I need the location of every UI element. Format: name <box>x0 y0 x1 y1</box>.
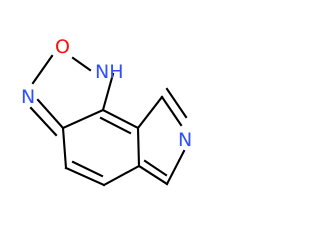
bond-nh-o <box>71 56 92 72</box>
bond-c-c-bottom-left-inner <box>71 160 104 178</box>
bond-o-n <box>31 54 54 85</box>
bond-nh-c <box>101 72 115 112</box>
bond-ch-n-top-double <box>165 87 188 119</box>
bond-ch-c-bottom <box>137 164 169 186</box>
atom-label-n-ring: N <box>21 86 35 108</box>
bond-c-c-bottom-left <box>64 166 106 187</box>
chemical-structure-diagram: NH O N N <box>21 36 192 187</box>
bond-c-c-left <box>61 126 68 170</box>
atom-label-nh: NH <box>95 61 124 83</box>
bond-c-c-right <box>136 126 141 168</box>
bond-c-ch-top <box>136 95 164 130</box>
bond-n-c-double-inner <box>29 106 58 137</box>
bond-ch-n-top <box>160 95 183 127</box>
bond-c-c-inner-top <box>101 108 140 130</box>
bond-n-c-double <box>36 98 65 130</box>
bond-n-ch-bottom <box>165 149 186 186</box>
atom-label-o: O <box>55 36 70 58</box>
bond-ch-c-bottom-double <box>143 159 168 177</box>
atom-label-n-pyrrole: N <box>178 129 192 151</box>
bond-c-c-inner-top-double <box>99 116 132 135</box>
bond-c-c-bottom-right <box>102 164 141 187</box>
bond-c-c-top <box>61 108 105 130</box>
